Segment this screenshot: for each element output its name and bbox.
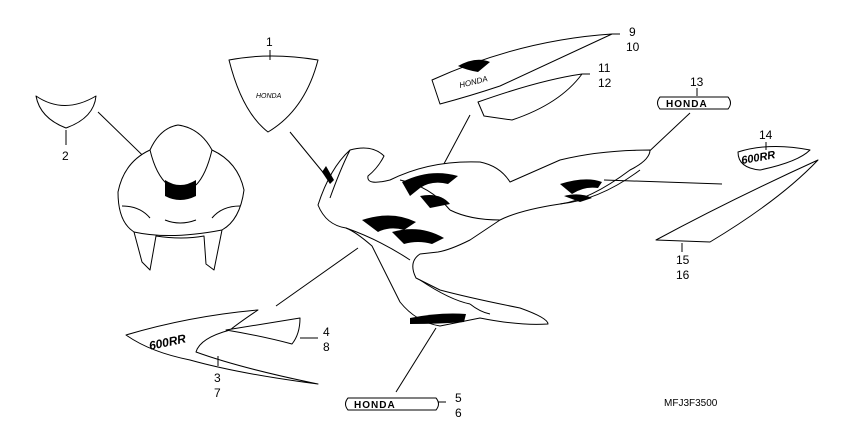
part-13-honda-mark: HONDA — [666, 99, 708, 110]
callout-8: 8 — [323, 340, 330, 354]
callout-10: 10 — [626, 40, 640, 54]
front-fairing-view — [117, 124, 245, 271]
diagram-code: MFJ3F3500 — [664, 398, 718, 409]
part-1-upper-cowl-stripe: HONDA — [228, 50, 327, 177]
part-4-8-side-panel-stripe — [225, 317, 318, 345]
part-5-6-lower-honda-decal: HONDA — [345, 327, 446, 411]
part-15-16-tail-stripe — [655, 159, 819, 252]
callout-6: 6 — [455, 406, 462, 420]
callout-12: 12 — [598, 76, 612, 90]
callout-16: 16 — [676, 268, 690, 282]
callout-14: 14 — [759, 128, 773, 142]
callout-15: 15 — [676, 253, 690, 267]
callout-13: 13 — [690, 75, 704, 89]
callout-5: 5 — [455, 391, 462, 405]
callout-4: 4 — [323, 325, 330, 339]
part-14-logo: 600RR — [740, 149, 776, 167]
part-5-honda-mark: HONDA — [354, 400, 396, 411]
part-9-10-tank-stripe: HONDA — [431, 33, 620, 105]
part-1-honda-mark: HONDA — [256, 93, 282, 100]
callout-1: 1 — [266, 35, 273, 49]
callout-7: 7 — [214, 386, 221, 400]
callout-2: 2 — [62, 149, 69, 163]
part-3-7-side-panel-stripe: 600RR — [125, 247, 359, 385]
part-11-12-tank-side-stripe — [437, 73, 590, 176]
callout-11: 11 — [598, 61, 611, 75]
motorcycle-side-fairing — [317, 147, 651, 327]
callout-3: 3 — [214, 371, 221, 385]
callout-9: 9 — [629, 25, 636, 39]
part-14-600rr-tail-logo: 600RR — [737, 142, 811, 171]
part-13-honda-badge: HONDA — [639, 88, 731, 161]
